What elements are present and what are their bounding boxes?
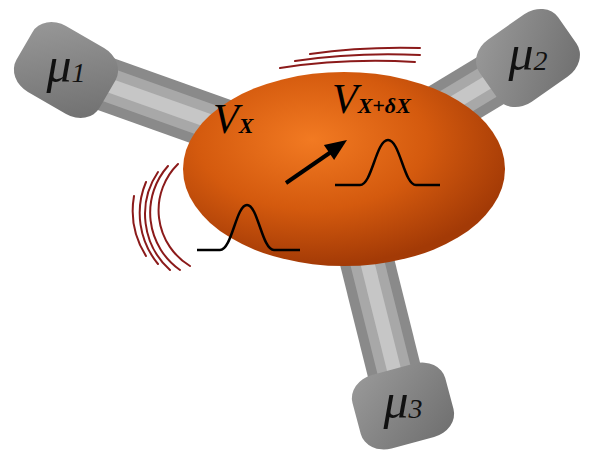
vibration-arc xyxy=(159,164,190,266)
vibration-arc xyxy=(280,61,415,68)
bath-cap: μ1 xyxy=(6,20,126,120)
vibration-arc xyxy=(310,48,420,54)
vibration-arc xyxy=(140,182,158,264)
bath-cap: μ2 xyxy=(468,8,588,108)
gaussian-curve xyxy=(335,140,440,185)
vibration-arc xyxy=(295,54,420,61)
vibration-arc xyxy=(133,196,146,256)
vibration-arcs xyxy=(133,48,420,270)
shift-arrowhead xyxy=(324,140,347,160)
vibrating-body: VX VX+δX xyxy=(183,72,505,266)
distribution-label: VX xyxy=(213,98,253,140)
vibration-arc xyxy=(150,166,180,270)
chemical-potential-label: μ2 xyxy=(468,28,588,78)
cap-shape xyxy=(5,13,126,127)
chemical-potential-label: μ1 xyxy=(6,40,126,90)
distribution-label: VX+δX xyxy=(332,78,411,120)
shift-arrow xyxy=(286,152,331,183)
vibration-arc xyxy=(145,172,170,270)
body-ellipse xyxy=(183,72,505,266)
bath-cap: μ3 xyxy=(343,356,463,456)
chemical-potential-label: μ3 xyxy=(343,376,463,426)
cap-shape xyxy=(467,0,589,117)
gaussian-curve xyxy=(197,205,300,250)
